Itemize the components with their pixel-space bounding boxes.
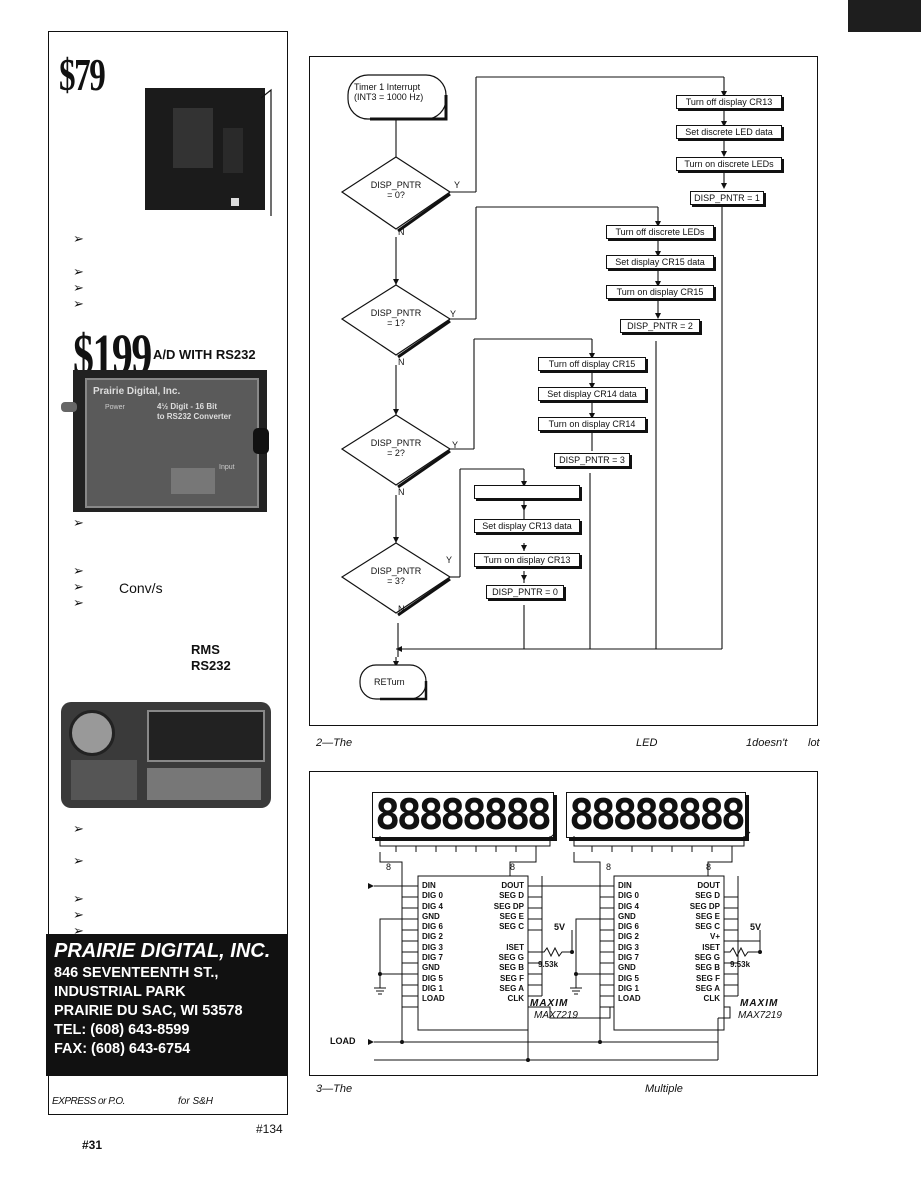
yes-label: Y — [450, 309, 456, 319]
process-box: Turn on display CR15 — [606, 285, 714, 299]
process-box: Turn on display CR14 — [538, 417, 646, 431]
ad-footer-express: EXPRESS or P.O. — [52, 1096, 125, 1107]
no-label: N — [398, 357, 405, 367]
feature-rs232: RS232 — [191, 658, 231, 673]
product-card-image — [145, 88, 265, 210]
bullet-arrow-icon: ➢ — [73, 822, 84, 836]
process-box: Set display CR15 data — [606, 255, 714, 269]
ad-title-ad-rs232: A/D WITH RS232 — [153, 347, 256, 362]
process-box — [474, 485, 580, 499]
bullet-arrow-icon: ➢ — [73, 516, 84, 530]
figure-2-caption-lot: lot — [808, 737, 820, 749]
process-box: DISP_PNTR = 2 — [620, 319, 700, 333]
process-box: Set discrete LED data — [676, 125, 782, 139]
bullet-arrow-icon: ➢ — [73, 596, 84, 610]
feature-rms: RMS — [191, 642, 220, 657]
decision-2: DISP_PNTR = 2? — [361, 438, 431, 458]
yes-label: Y — [452, 440, 458, 450]
card-bracket — [259, 88, 279, 218]
page-corner-mark — [848, 0, 921, 32]
decision-1: DISP_PNTR = 1? — [361, 308, 431, 328]
part-number: MAX7219 — [534, 1010, 578, 1021]
process-box: Turn on display CR13 — [474, 553, 580, 567]
flow-start-node: Timer 1 Interrupt (INT3 = 1000 Hz) — [354, 82, 442, 102]
no-label: N — [398, 604, 405, 614]
bus-width-label: 8 — [706, 862, 711, 872]
decision-3: DISP_PNTR = 3? — [361, 566, 431, 586]
ad-footer-sh: for S&H — [178, 1096, 213, 1107]
bullet-arrow-icon: ➢ — [73, 580, 84, 594]
process-box: Turn on discrete LEDs — [676, 157, 782, 171]
process-box: DISP_PNTR = 0 — [486, 585, 564, 599]
process-box: Set display CR13 data — [474, 519, 580, 533]
decision-0: DISP_PNTR = 0? — [361, 180, 431, 200]
resistor-label: 9.53k — [538, 960, 558, 969]
company-tel: TEL: (608) 643-8599 — [54, 1021, 288, 1040]
bullet-arrow-icon: ➢ — [73, 281, 84, 295]
figure-3-caption-multiple: Multiple — [645, 1083, 683, 1095]
process-box: Turn off display CR15 — [538, 357, 646, 371]
company-park: INDUSTRIAL PARK — [54, 983, 288, 1002]
figure-2-caption-num: 2—The — [316, 737, 352, 749]
reader-service-134: #134 — [256, 1122, 283, 1136]
maxim-logo: MAXIM — [530, 998, 568, 1009]
part-number: MAX7219 — [738, 1010, 782, 1021]
bullet-arrow-icon: ➢ — [73, 265, 84, 279]
yes-label: Y — [454, 180, 460, 190]
company-name: PRAIRIE DIGITAL, INC. — [54, 938, 288, 964]
feature-conv-rate: Conv/s — [119, 580, 163, 596]
bullet-arrow-icon: ➢ — [73, 854, 84, 868]
reader-service-31: #31 — [82, 1138, 102, 1152]
process-box: Turn off discrete LEDs — [606, 225, 714, 239]
yes-label: Y — [446, 555, 452, 565]
bus-width-label: 8 — [510, 862, 515, 872]
unit-label-model: 4½ Digit - 16 Bit — [157, 402, 217, 411]
figure-2-flowchart: Timer 1 Interrupt (INT3 = 1000 Hz) RETur… — [309, 56, 818, 726]
process-box: DISP_PNTR = 3 — [554, 453, 630, 467]
process-box: Set display CR14 data — [538, 387, 646, 401]
process-box: Turn off display CR13 — [676, 95, 782, 109]
company-fax: FAX: (608) 643-6754 — [54, 1040, 288, 1059]
load-label: LOAD — [330, 1036, 356, 1046]
vcc-label: 5V — [554, 922, 565, 932]
bus-width-label: 8 — [606, 862, 611, 872]
unit-label-brand: Prairie Digital, Inc. — [93, 386, 180, 397]
company-street: 846 SEVENTEENTH ST., — [54, 964, 288, 983]
figure-2-caption-led: LED — [636, 737, 657, 749]
no-label: N — [398, 227, 405, 237]
bullet-arrow-icon: ➢ — [73, 892, 84, 906]
figure-3-schematic: 88888888 88888888 — [309, 771, 818, 1076]
bus-width-label: 8 — [386, 862, 391, 872]
resistor-label: 9.53k — [730, 960, 750, 969]
company-contact-block: PRAIRIE DIGITAL, INC. 846 SEVENTEENTH ST… — [46, 934, 288, 1076]
bullet-arrow-icon: ➢ — [73, 908, 84, 922]
maxim-logo: MAXIM — [740, 998, 778, 1009]
company-city: PRAIRIE DU SAC, WI 53578 — [54, 1002, 288, 1021]
price-79: $79 — [59, 52, 104, 98]
no-label: N — [398, 487, 405, 497]
bullet-arrow-icon: ➢ — [73, 232, 84, 246]
ad-converter-photo: Prairie Digital, Inc. 4½ Digit - 16 Bit … — [73, 370, 267, 512]
bullet-arrow-icon: ➢ — [73, 297, 84, 311]
unit-power-label: Power — [105, 404, 125, 411]
meter-photo — [61, 702, 271, 808]
unit-label-desc: to RS232 Converter — [157, 412, 231, 421]
figure-3-caption-num: 3—The — [316, 1083, 352, 1095]
unit-input-label: Input — [219, 464, 235, 471]
figure-2-caption-doesnt: 1doesn't — [746, 737, 787, 749]
vcc-label: 5V — [750, 922, 761, 932]
process-box: DISP_PNTR = 1 — [690, 191, 764, 205]
flow-end-node: RETurn — [374, 677, 405, 687]
bullet-arrow-icon: ➢ — [73, 564, 84, 578]
